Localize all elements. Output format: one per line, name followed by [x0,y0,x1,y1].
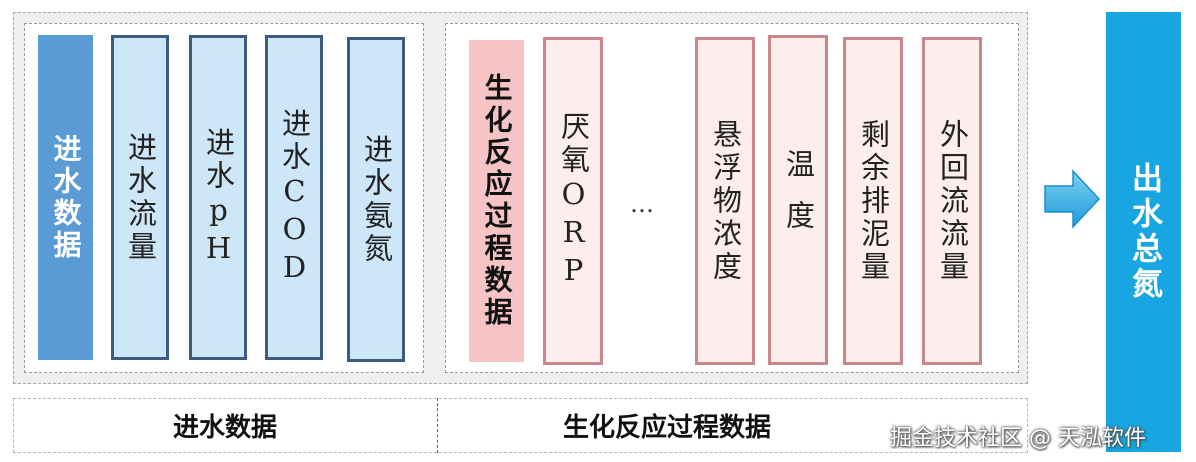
inlet-data-header: 进水数据 [38,35,93,360]
bottom-divider [437,398,438,453]
temperature-box: 温度 [768,35,828,365]
external-reflux-box: 外回流流量 [922,37,982,365]
bio-process-header: 生化反应过程数据 [469,40,524,362]
inlet-cod-box: 进水COD [265,35,323,360]
bottom-label-bar [13,398,1028,453]
watermark-text: 掘金技术社区 @ 天泓软件 [890,426,1146,451]
bottom-label-bio: 生化反应过程数据 [562,413,771,443]
inlet-flow-box: 进水流量 [111,35,169,360]
outlet-total-nitrogen: 出水总氮 [1106,12,1181,452]
inlet-ammonia-box: 进水氨氮 [347,37,405,362]
bottom-label-inlet: 进水数据 [172,413,277,443]
excess-sludge-box: 剩余排泥量 [843,37,903,365]
inlet-ph-box: 进水pH [189,35,247,360]
right-arrow-icon [1044,169,1101,229]
ellipsis-more-items: … [630,190,656,218]
anaerobic-orp-box: 厌氧ORP [543,37,603,365]
suspended-solids-box: 悬浮物浓度 [695,37,755,365]
